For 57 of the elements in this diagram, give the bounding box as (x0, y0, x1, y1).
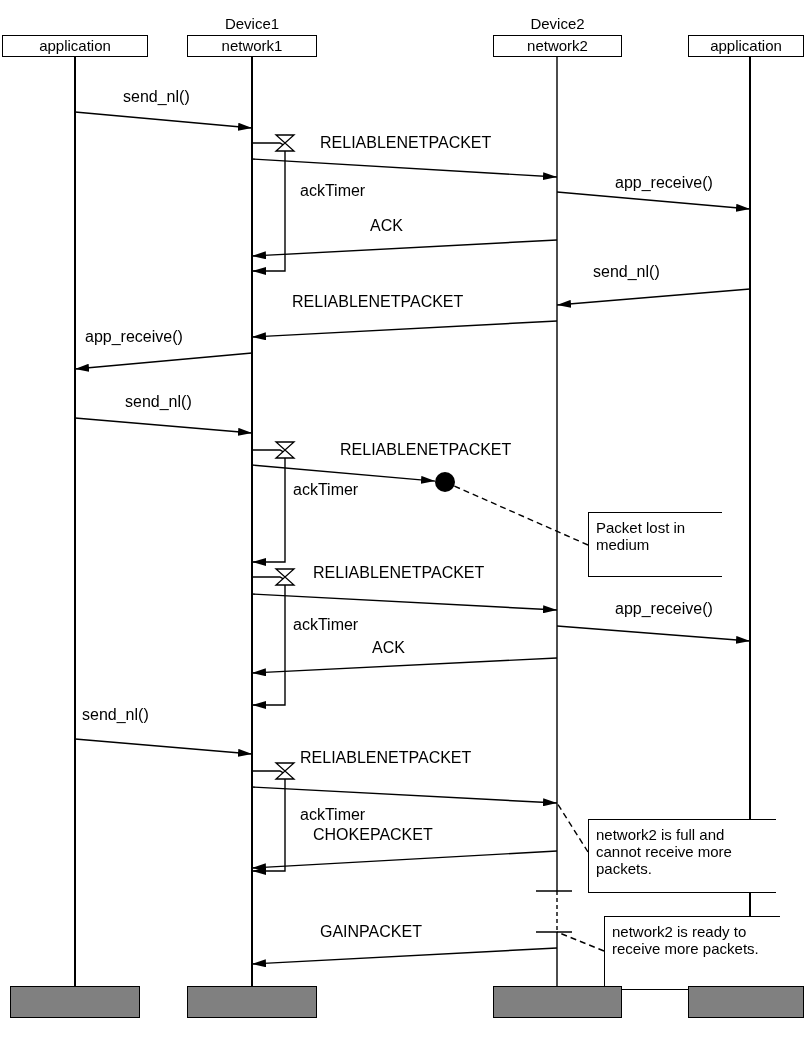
message-label: app_receive() (615, 600, 713, 618)
participant-box: network2 (493, 35, 622, 57)
message-label: RELIABLENETPACKET (300, 749, 472, 767)
message-label: ACK (372, 639, 405, 657)
lost-message-dot (435, 472, 455, 492)
timer-arrow (251, 770, 286, 875)
timer-arrow (251, 576, 286, 709)
lifeline-end-bar (187, 986, 317, 1018)
message-arrow (251, 320, 558, 341)
timer-label: ackTimer (300, 806, 366, 824)
message-arrow (251, 850, 558, 872)
message-label: send_nl() (123, 88, 190, 106)
message-arrow (251, 786, 558, 807)
message-arrow (74, 738, 253, 757)
participant-box: application (688, 35, 804, 57)
message-label: send_nl() (125, 393, 192, 411)
device-label: Device1 (223, 15, 281, 33)
message-arrow (556, 288, 751, 308)
lifeline-end-bar (688, 986, 804, 1018)
message-arrow (251, 239, 558, 260)
message-arrow (251, 947, 558, 968)
timer-arrow (251, 449, 286, 566)
note-box: network2 is full and cannot receive more packets. (588, 819, 776, 893)
device-label: Device2 (529, 15, 586, 33)
timer-arrow (251, 142, 286, 275)
message-label: RELIABLENETPACKET (313, 564, 485, 582)
note-box: network2 is ready to receive more packets. (604, 916, 780, 990)
note-box: Packet lost in medium (588, 512, 722, 577)
message-arrow (251, 158, 558, 181)
participant-box: network1 (187, 35, 317, 57)
timer-label: ackTimer (300, 182, 366, 200)
participant-box: application (2, 35, 148, 57)
message-label: send_nl() (82, 706, 149, 724)
leader-line (453, 485, 589, 546)
message-arrow (251, 657, 558, 677)
message-arrow (251, 593, 558, 614)
timer-label: ackTimer (293, 481, 359, 499)
message-arrow (251, 464, 436, 484)
leader-line (556, 802, 589, 853)
message-label: app_receive() (615, 174, 713, 192)
timer-label: ackTimer (293, 616, 359, 634)
message-arrow (74, 352, 253, 372)
message-label: RELIABLENETPACKET (320, 134, 492, 152)
message-arrow (74, 417, 253, 436)
message-arrow (74, 111, 253, 131)
message-arrow (556, 625, 751, 644)
message-label: RELIABLENETPACKET (292, 293, 464, 311)
lifeline-end-bar (10, 986, 140, 1018)
message-label: GAINPACKET (320, 923, 422, 941)
lifeline-end-bar (493, 986, 622, 1018)
message-arrow (556, 191, 751, 212)
message-label: ACK (370, 217, 403, 235)
message-label: RELIABLENETPACKET (340, 441, 512, 459)
message-label: app_receive() (85, 328, 183, 346)
leader-line (556, 931, 605, 952)
message-label: send_nl() (593, 263, 660, 281)
message-label: CHOKEPACKET (313, 826, 433, 844)
